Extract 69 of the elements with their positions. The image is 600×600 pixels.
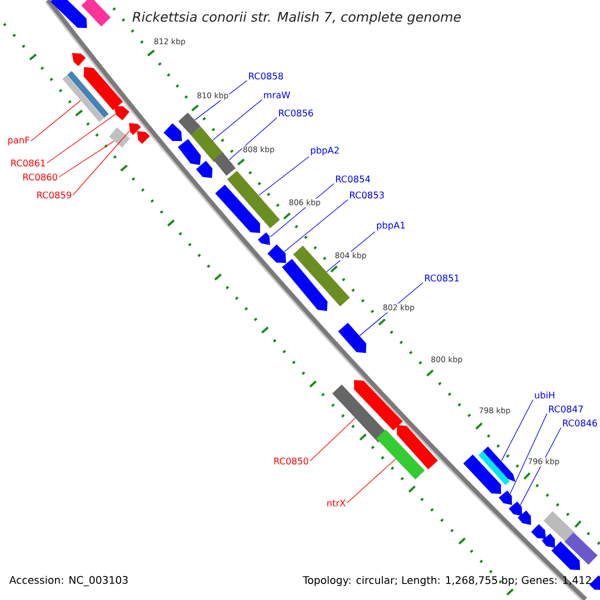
gene-block: [72, 53, 86, 66]
leader-line: [258, 156, 310, 196]
gene-block: [50, 0, 87, 28]
gene-label: RC0847: [549, 406, 583, 412]
title: Rickettsia conorii str. Malish 7, complete genome: [132, 12, 461, 24]
leader-line: [72, 130, 130, 196]
gene-block: [215, 184, 260, 233]
accession-text: Accession: NC_003103: [9, 576, 128, 586]
leader-line: [212, 99, 262, 141]
gene-block: [114, 106, 130, 120]
genome-info-text: Topology: circular; Length: 1,268,755 bp; Genes: 1,412: [302, 576, 591, 586]
gene-block: [589, 575, 600, 590]
gene-block: [498, 490, 512, 505]
gene-label: RC0850: [274, 458, 308, 464]
gene-label: pbpA2: [311, 146, 339, 156]
gene-block: [191, 126, 224, 162]
leader-line: [520, 427, 562, 506]
gene-block: [396, 425, 438, 470]
gene-block: [463, 454, 501, 494]
gene-label: RC0859: [37, 192, 72, 198]
leader-line: [46, 114, 116, 164]
gene-label: mraW: [264, 92, 290, 98]
gene-block: [137, 131, 150, 144]
gene-label: RC0851: [425, 274, 459, 282]
gene-block: [84, 67, 123, 110]
gene-label: RC0858: [249, 72, 283, 80]
gene-block: [178, 139, 201, 165]
gene-block: [178, 112, 201, 136]
gene-label: RC0853: [350, 192, 384, 198]
gene-block: [544, 511, 574, 542]
gene-block: [376, 430, 425, 480]
leader-line: [284, 199, 348, 252]
gene-label: RC0856: [279, 110, 313, 116]
gene-block: [62, 70, 109, 122]
gene-block: [478, 446, 516, 486]
gene-block: [542, 534, 555, 548]
gene-label: RC0854: [336, 176, 370, 182]
gene-block: [227, 170, 280, 228]
leader-line: [30, 100, 81, 142]
gene-block: [81, 0, 111, 26]
gene-block: [213, 152, 236, 176]
gene-block: [196, 160, 212, 178]
gene-block: [551, 541, 580, 570]
gene-block: [258, 232, 270, 245]
gene-block: [129, 123, 141, 135]
leader-line: [58, 140, 114, 178]
gene-label: RC0860: [23, 174, 58, 180]
gene-label: RC0846: [563, 420, 597, 426]
leader-line: [346, 458, 396, 504]
gene-block: [164, 123, 182, 141]
gene-block: [508, 502, 522, 516]
gene-label: pbpA1: [377, 222, 405, 230]
gene-block: [109, 127, 130, 148]
gene-label: ntrX: [327, 500, 346, 506]
gene-block: [267, 244, 286, 263]
leader-line: [510, 413, 548, 494]
gene-block: [518, 510, 531, 525]
gene-block: [338, 322, 366, 353]
leader-line: [228, 117, 278, 160]
gene-block: [282, 258, 328, 311]
gene-block: [531, 524, 546, 539]
leader-line: [501, 399, 534, 462]
gene-block: [564, 532, 598, 565]
gene-label: ubiH: [534, 391, 554, 399]
gene-label: RC0861: [11, 160, 45, 166]
gene-block: [293, 246, 350, 306]
gene-block: [354, 380, 403, 430]
leader-line: [310, 418, 356, 462]
gene-label: panF: [8, 136, 30, 146]
